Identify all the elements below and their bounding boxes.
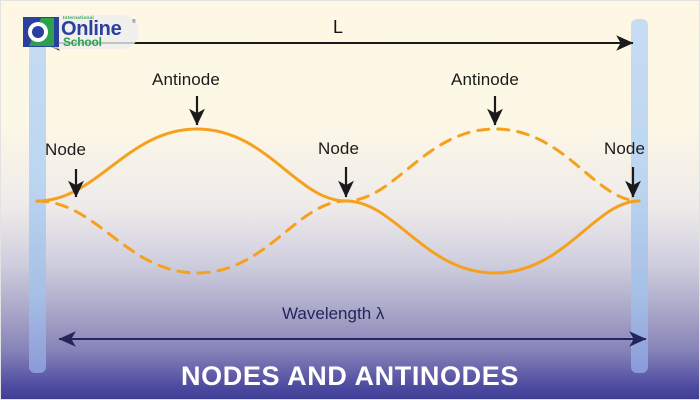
title-banner: NODES AND ANTINODES	[1, 353, 699, 399]
label-wavelength: Wavelength λ	[282, 304, 385, 323]
label-length: L	[333, 17, 344, 37]
logo-superscript: International	[63, 15, 94, 20]
wave-dashed	[35, 127, 641, 275]
logo-subtitle: School	[63, 35, 102, 49]
online-school-circle-icon	[23, 17, 59, 47]
label-node-left: Node	[45, 140, 87, 159]
label-antinode-left: Antinode	[152, 70, 220, 89]
logo-name: Online	[61, 18, 122, 40]
logo-trademark: ®	[132, 19, 136, 25]
label-antinode-right: Antinode	[451, 70, 519, 89]
wall-left	[29, 19, 46, 373]
logo-wordmark: International Online ® School	[61, 15, 141, 49]
label-node-middle: Node	[318, 139, 360, 158]
logo-pill-background	[43, 15, 139, 49]
page-title: NODES AND ANTINODES	[181, 360, 519, 391]
label-node-right: Node	[604, 139, 646, 158]
brand-logo[interactable]: International Online ® School	[23, 13, 141, 53]
